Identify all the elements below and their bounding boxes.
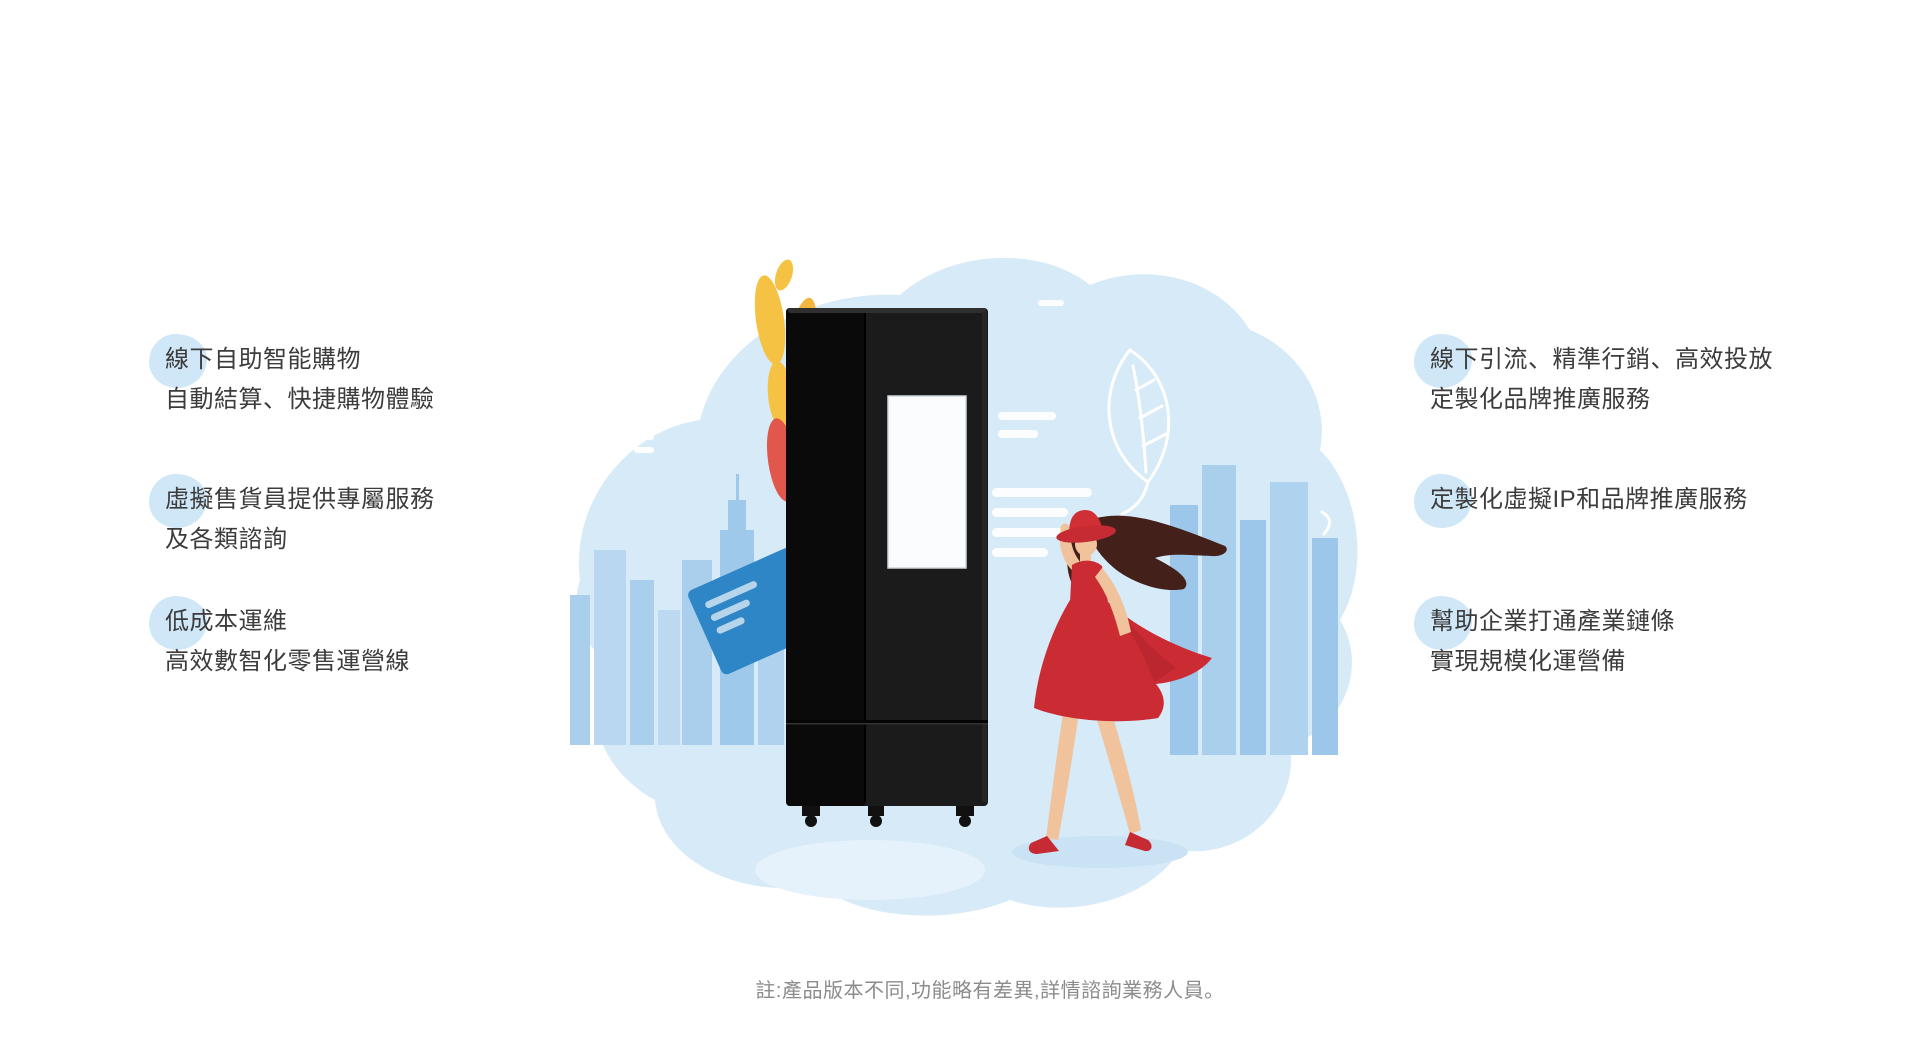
- highlight-blob: [149, 596, 207, 650]
- feature-text-line: 定製化品牌推廣服務: [1430, 386, 1651, 413]
- highlight-blob: [1414, 596, 1472, 650]
- feature-offline-marketing: 線下引流、精準行銷、高效投放 定製化品牌推廣服務: [1414, 334, 1773, 420]
- feature-text-line: 線下自助智能購物: [165, 346, 361, 373]
- cabinet-screen: [887, 395, 967, 569]
- feature-text-line: 高效數智化零售運營線: [165, 648, 410, 675]
- feature-industry-chain: 幫助企業打通產業鏈條 實現規模化運營備: [1414, 596, 1675, 682]
- decorative-dashes: [626, 300, 1331, 536]
- hero-illustration: [570, 250, 1360, 920]
- feature-offline-smart-shopping: 線下自助智能購物 自動結算、快捷購物體驗: [149, 334, 435, 420]
- feature-text-line: 線下引流、精準行銷、高效投放: [1430, 346, 1773, 373]
- smart-vending-cabinet: [786, 308, 988, 827]
- feature-text-line: 幫助企業打通產業鏈條: [1430, 608, 1675, 635]
- leaf-outline-icon: [1107, 348, 1171, 516]
- feature-custom-virtual-ip: 定製化虛擬IP和品牌推廣服務: [1414, 474, 1748, 528]
- feature-virtual-clerk: 虛擬售貨員提供專屬服務 及各類諮詢: [149, 474, 435, 560]
- feature-text-line: 虛擬售貨員提供專屬服務: [165, 486, 435, 513]
- woman-in-red-dress: [1028, 510, 1227, 854]
- feature-text-line: 自動結算、快捷購物體驗: [165, 386, 435, 413]
- highlight-blob: [149, 334, 207, 388]
- footnote: 註:產品版本不同,功能略有差異,詳情諮詢業務人員。: [755, 980, 1225, 1002]
- feature-text-line: 及各類諮詢: [165, 526, 288, 553]
- feature-text-line: 實現規模化運營備: [1430, 648, 1626, 675]
- highlight-blob: [1414, 334, 1472, 388]
- feature-text-line: 定製化虛擬IP和品牌推廣服務: [1430, 486, 1748, 513]
- feature-low-cost-ops: 低成本運維 高效數智化零售運營線: [149, 596, 410, 682]
- feature-text-line: 低成本運維: [165, 608, 288, 635]
- highlight-blob: [1414, 474, 1472, 528]
- highlight-blob: [149, 474, 207, 528]
